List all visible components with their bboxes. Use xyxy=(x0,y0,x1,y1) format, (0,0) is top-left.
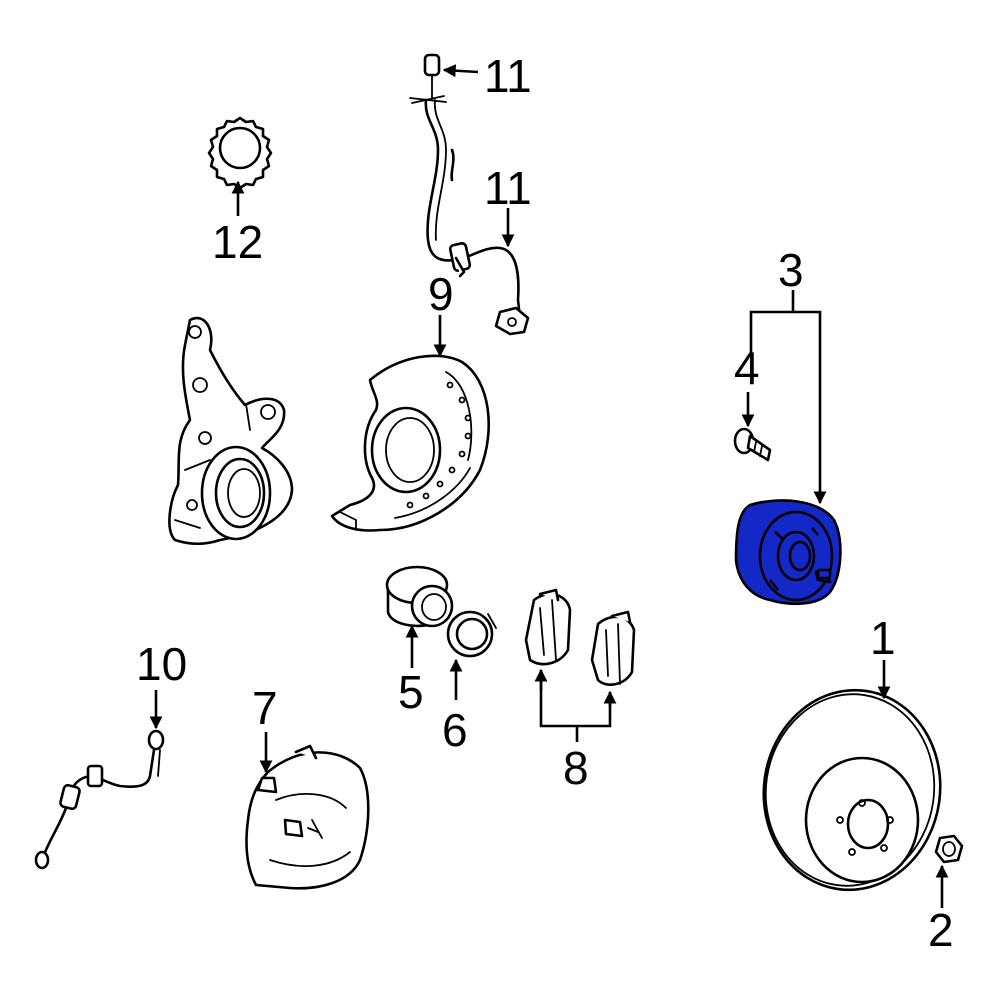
callout-9: 9 xyxy=(428,268,454,320)
part-dust-shield[interactable] xyxy=(330,354,490,532)
callout-10: 10 xyxy=(136,638,187,690)
callout-1: 1 xyxy=(870,612,896,664)
leader-lines xyxy=(149,64,949,908)
callout-4: 4 xyxy=(734,342,760,394)
callout-6: 6 xyxy=(442,704,468,756)
part-rotor[interactable] xyxy=(751,679,953,902)
part-caliper[interactable] xyxy=(245,744,370,890)
part-steering-knuckle[interactable] xyxy=(168,316,294,546)
part-brake-hose[interactable] xyxy=(34,729,165,870)
part-hub-assembly[interactable] xyxy=(734,499,842,606)
callout-7: 7 xyxy=(252,682,278,734)
part-lug-nut[interactable] xyxy=(934,834,964,864)
part-abs-sensor-harness[interactable] xyxy=(409,53,530,336)
callout-labels: 11 11 12 9 3 4 1 2 5 6 8 10 7 xyxy=(136,50,954,956)
part-piston[interactable] xyxy=(385,565,454,628)
part-brake-pads[interactable] xyxy=(524,588,636,686)
part-wheel-stud[interactable] xyxy=(733,427,772,462)
part-seal-ring[interactable] xyxy=(207,116,273,190)
callout-11-top: 11 xyxy=(484,50,532,102)
callout-3: 3 xyxy=(778,244,804,296)
callout-8: 8 xyxy=(563,742,589,794)
callout-12: 12 xyxy=(212,216,263,268)
callout-5: 5 xyxy=(398,666,424,718)
callout-11-harness: 11 xyxy=(484,162,532,214)
callout-2: 2 xyxy=(928,904,954,956)
part-piston-seal[interactable] xyxy=(446,610,497,658)
